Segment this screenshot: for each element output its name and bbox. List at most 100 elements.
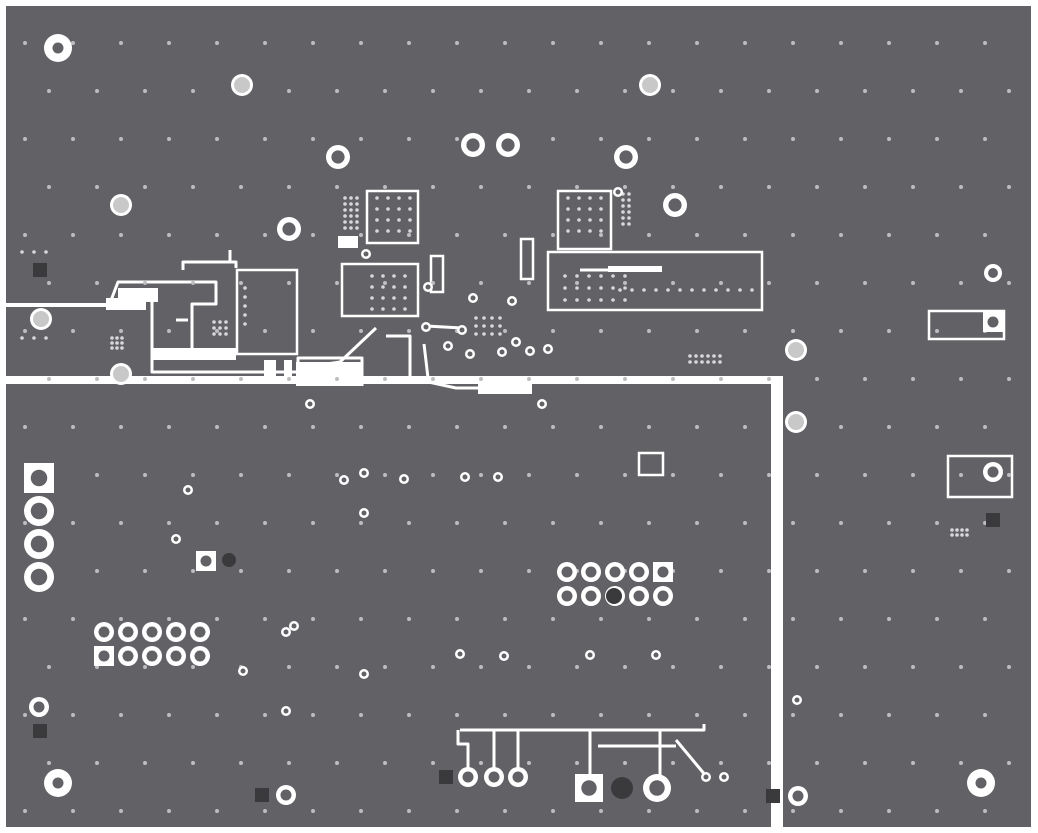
stitching-via [119, 41, 123, 45]
cluster-via [44, 336, 48, 340]
stitching-via [791, 809, 795, 813]
stitching-via [431, 665, 435, 669]
signal-via-drill [703, 774, 709, 780]
stitching-via [359, 329, 363, 333]
stitching-via [551, 233, 555, 237]
stitching-via [575, 185, 579, 189]
signal-via-drill [499, 349, 505, 355]
stitching-via [911, 185, 915, 189]
stitching-via [215, 233, 219, 237]
cluster-via [343, 220, 347, 224]
stitching-via [551, 425, 555, 429]
stitching-via [647, 617, 651, 621]
stitching-via [95, 473, 99, 477]
stitching-via [863, 569, 867, 573]
stitching-via [383, 569, 387, 573]
signal-via-drill [539, 401, 545, 407]
stitching-via [719, 761, 723, 765]
cluster-via [566, 196, 570, 200]
cluster-via [611, 274, 615, 278]
stitching-via [383, 377, 387, 381]
stitching-via [959, 665, 963, 669]
stitching-via [743, 329, 747, 333]
stitching-via [743, 137, 747, 141]
stitching-via [791, 41, 795, 45]
stitching-via [287, 185, 291, 189]
stitching-via [287, 281, 291, 285]
cluster-via [498, 324, 502, 328]
cluster-via [403, 285, 407, 289]
stitching-via [191, 569, 195, 573]
stitching-via [47, 281, 51, 285]
signal-via-drill [283, 629, 289, 635]
stitching-via [215, 713, 219, 717]
stitching-via [911, 665, 915, 669]
cluster-via [218, 326, 222, 330]
cluster-via [712, 360, 716, 364]
stitching-via [911, 761, 915, 765]
signal-via-drill [462, 474, 468, 480]
signal-via-drill [240, 668, 246, 674]
stitching-via [935, 137, 939, 141]
stitching-via [551, 329, 555, 333]
pad-drill [581, 780, 597, 796]
stitching-via [23, 809, 27, 813]
stitching-via [215, 521, 219, 525]
stitching-via [167, 713, 171, 717]
stitching-via [983, 425, 987, 429]
stitching-via [575, 377, 579, 381]
cluster-via [343, 214, 347, 218]
stitching-via [95, 569, 99, 573]
stitching-via [695, 329, 699, 333]
stitching-via [887, 41, 891, 45]
cluster-via [212, 332, 216, 336]
stitching-via [479, 185, 483, 189]
cluster-via [355, 208, 359, 212]
cluster-via [599, 274, 603, 278]
stitching-via [767, 473, 771, 477]
stitching-via [287, 377, 291, 381]
stitching-via [239, 473, 243, 477]
stitching-via [671, 473, 675, 477]
cluster-via [375, 196, 379, 200]
stitching-via [431, 473, 435, 477]
stitching-via [455, 617, 459, 621]
pad-drill [657, 590, 669, 602]
stitching-via [23, 521, 27, 525]
stitching-via [911, 473, 915, 477]
stitching-via [407, 329, 411, 333]
stitching-via [431, 377, 435, 381]
cluster-via [218, 320, 222, 324]
cluster-via [218, 332, 222, 336]
npth-hole [788, 414, 804, 430]
cluster-via [115, 336, 119, 340]
stitching-via [983, 809, 987, 813]
mounting-hole [975, 777, 987, 789]
dark-round-pad [606, 588, 622, 604]
stitching-via [527, 761, 531, 765]
stitching-via [263, 425, 267, 429]
signal-via-drill [470, 295, 476, 301]
cluster-via [712, 354, 716, 358]
stitching-via [407, 137, 411, 141]
pad-drill [33, 701, 45, 713]
stitching-via [335, 569, 339, 573]
cluster-via [563, 286, 567, 290]
cluster-via [403, 296, 407, 300]
stitching-via [983, 713, 987, 717]
stitching-via [839, 329, 843, 333]
stitching-via [71, 137, 75, 141]
stitching-via [1007, 377, 1011, 381]
stitching-via [743, 425, 747, 429]
stitching-via [575, 761, 579, 765]
cluster-via [623, 286, 627, 290]
stitching-via [743, 617, 747, 621]
stitching-via [599, 809, 603, 813]
stitching-via [911, 89, 915, 93]
cluster-via [642, 288, 646, 292]
stitching-via [599, 521, 603, 525]
cluster-via [490, 324, 494, 328]
stitching-via [263, 809, 267, 813]
cluster-via [482, 324, 486, 328]
stitching-via [647, 137, 651, 141]
